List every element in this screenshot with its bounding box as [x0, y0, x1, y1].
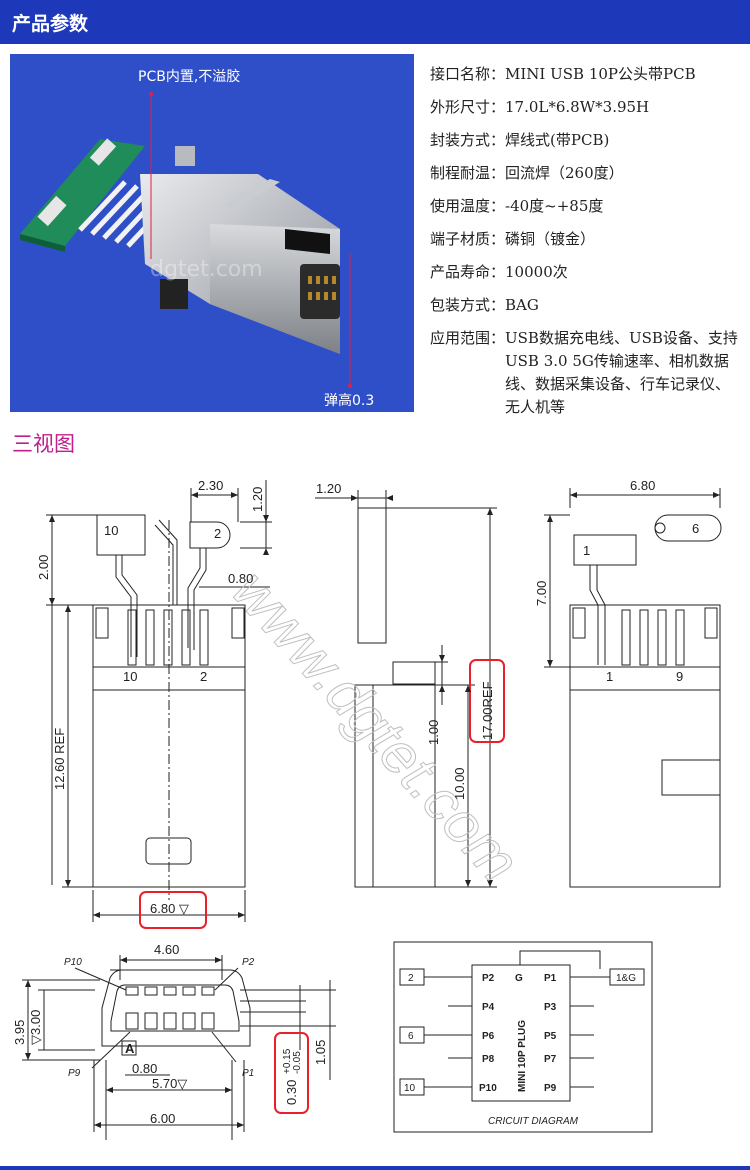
dim-1-00: 1.00 [426, 720, 441, 745]
circuit-p7: P7 [544, 1054, 557, 1065]
circuit-p10: P10 [479, 1083, 497, 1094]
circuit-plug-label: MINI 10P PLUG [517, 1020, 528, 1092]
pin-label-10: 10 [104, 523, 118, 538]
circuit-title: CRICUIT DIAGRAM [488, 1116, 579, 1127]
spec-value: USB数据充电线、USB设备、支持USB 3.0 5G传输速率、相机数据线、数据… [505, 329, 738, 416]
circuit-p6: P6 [482, 1031, 495, 1042]
circuit-g: G [515, 973, 523, 984]
side-view [315, 490, 497, 888]
highlight-1700 [469, 659, 505, 743]
dim-7-00: 7.00 [534, 581, 549, 606]
circuit-diagram [393, 941, 653, 1133]
dim-2-30: 2.30 [198, 478, 223, 493]
spec-row-lifetime: 产品寿命：10000次 [430, 256, 750, 289]
tolerance-plus: +0.15 [282, 1048, 293, 1074]
dim-1-20-side: 1.20 [316, 481, 341, 496]
pin-label-2: 2 [214, 526, 221, 541]
circuit-p9: P9 [544, 1083, 557, 1094]
photo-watermark: dgtet.com [150, 257, 263, 282]
circuit-p8: P8 [482, 1054, 495, 1065]
dim-0-80-face: 0.80 [132, 1061, 157, 1076]
spec-row-size: 外形尺寸：17.0L*6.8W*3.95H [430, 91, 750, 124]
spec-label: 应用范围： [430, 329, 506, 347]
spec-value: BAG [505, 296, 539, 314]
spec-value: MINI USB 10P公头带PCB [505, 65, 696, 83]
label-p2: P2 [242, 957, 255, 968]
pin-label-9: 9 [676, 669, 683, 684]
label-p1: P1 [242, 1068, 254, 1079]
spec-label: 产品寿命： [430, 263, 506, 281]
circuit-p2: P2 [482, 973, 495, 984]
spec-label: 接口名称： [430, 65, 506, 83]
spec-label: 封装方式： [430, 131, 506, 149]
connector-illustration: dgtet.com [20, 92, 352, 388]
circuit-p1: P1 [544, 973, 557, 984]
circuit-p4: P4 [482, 1002, 495, 1013]
technical-drawing: www.dgtet.com 2.30 1.20 0.80 2.00 12.60 … [12, 478, 722, 1140]
dim-6-80-back: 6.80 [630, 478, 655, 493]
pin-label-10-bottom: 10 [123, 669, 137, 684]
spec-label: 端子材质： [430, 230, 506, 248]
dim-6-80-front: 6.80 ▽ [150, 901, 189, 916]
face-view [22, 955, 336, 1140]
back-view [544, 488, 722, 888]
datum-a: A [125, 1041, 135, 1056]
dim-10-00: 10.00 [452, 767, 467, 800]
circuit-p3: P3 [544, 1002, 557, 1013]
circuit-box-1g: 1&G [616, 973, 636, 984]
dim-1-20: 1.20 [250, 487, 265, 512]
dim-3-95: 3.95 [12, 1020, 27, 1045]
pin-label-1: 1 [583, 543, 590, 558]
spec-row-operating-temp: 使用温度：-40度~+85度 [430, 190, 750, 223]
highlight-680 [139, 891, 207, 929]
dim-17-00-ref: 17.00REF [480, 681, 495, 740]
header-title: 产品参数 [12, 13, 89, 35]
circuit-p5: P5 [544, 1031, 557, 1042]
dim-1-05: 1.05 [313, 1040, 328, 1065]
usb-opening [300, 264, 340, 319]
pin-label-6: 6 [692, 521, 699, 536]
spec-row-material: 端子材质：磷铜（镀金） [430, 223, 750, 256]
spec-row-packing: 包装方式：BAG [430, 289, 750, 322]
label-p10: P10 [64, 957, 82, 968]
pin-label-1-bottom: 1 [606, 669, 613, 684]
spec-label: 制程耐温： [430, 164, 506, 182]
section-title: 三视图 [12, 432, 75, 456]
dim-2-00: 2.00 [36, 555, 51, 580]
spec-label: 使用温度： [430, 197, 506, 215]
spec-value: 回流焊（260度） [505, 164, 624, 182]
bottom-rule [0, 1166, 750, 1170]
spec-value: 17.0L*6.8W*3.95H [505, 98, 650, 116]
header-bar: 产品参数 [0, 0, 750, 44]
dim-0-80: 0.80 [228, 571, 253, 586]
dim-3-00: ▽3.00 [28, 1010, 43, 1045]
circuit-box-2: 2 [408, 973, 414, 984]
product-photo: dgtet.com PCB内置,不溢胶 弹高0.3 [10, 54, 414, 412]
dim-5-70: 5.70▽ [152, 1076, 187, 1091]
spec-row-package: 封装方式：焊线式(带PCB) [430, 124, 750, 157]
label-p9: P9 [68, 1068, 81, 1079]
tolerance-minus: -0.05 [292, 1051, 303, 1074]
spec-value: 10000次 [505, 263, 568, 281]
spec-row-application: 应用范围：USB数据充电线、USB设备、支持USB 3.0 5G传输速率、相机数… [430, 327, 750, 419]
spec-value: 焊线式(带PCB) [505, 131, 610, 149]
dim-12-60: 12.60 REF [52, 728, 67, 790]
spec-label: 包装方式： [430, 296, 506, 314]
spec-value: -40度~+85度 [505, 197, 604, 215]
spec-row-interface: 接口名称：MINI USB 10P公头带PCB [430, 58, 750, 91]
spring-height-label: 弹高0.3 [324, 393, 375, 409]
dim-4-60: 4.60 [154, 942, 179, 957]
pin-label-2-bottom: 2 [200, 669, 207, 684]
front-view [46, 480, 272, 922]
spec-row-process-temp: 制程耐温：回流焊（260度） [430, 157, 750, 190]
dim-0-30: 0.30 [284, 1080, 299, 1105]
dim-6-00: 6.00 [150, 1111, 175, 1126]
circuit-box-6: 6 [408, 1031, 414, 1042]
spec-value: 磷铜（镀金） [505, 230, 596, 248]
pcb-label: PCB内置,不溢胶 [138, 69, 241, 85]
spec-list: 接口名称：MINI USB 10P公头带PCB 外形尺寸：17.0L*6.8W*… [430, 58, 750, 419]
highlight-tolerance [274, 1032, 309, 1114]
spec-label: 外形尺寸： [430, 98, 506, 116]
circuit-box-10: 10 [404, 1083, 416, 1094]
